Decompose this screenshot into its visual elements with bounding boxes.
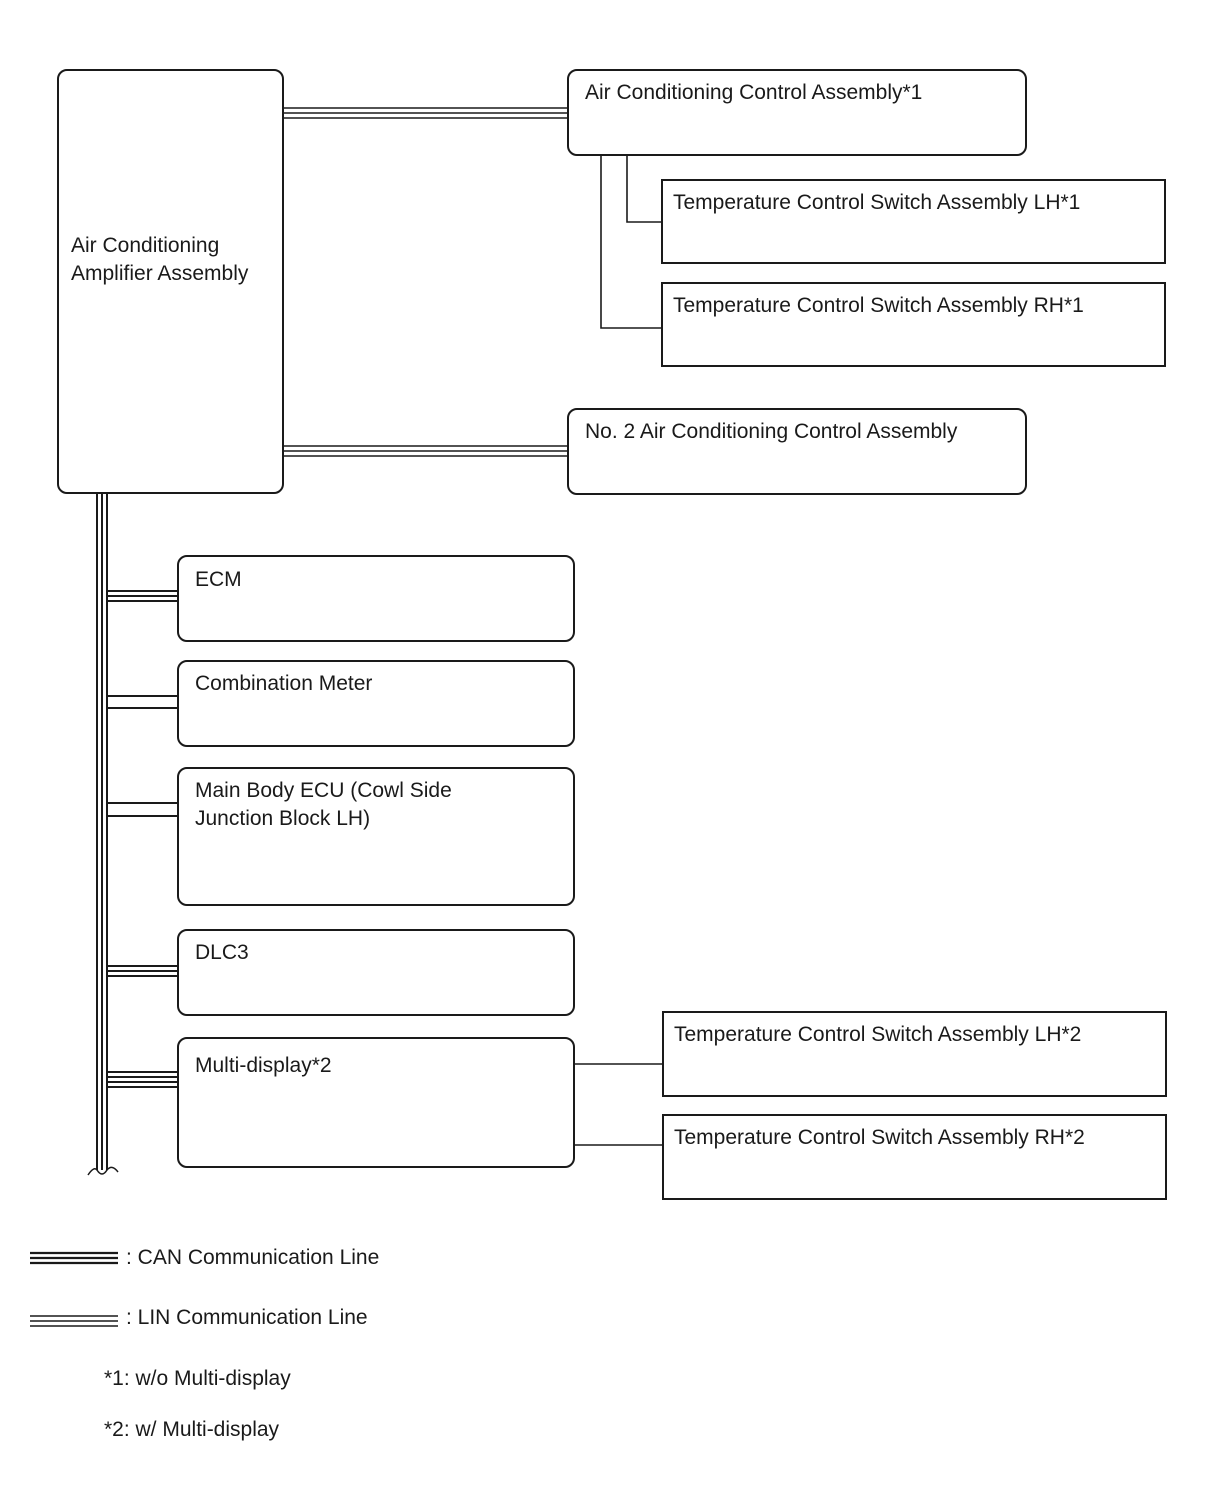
amplifier-assembly-box: Air Conditioning Amplifier Assembly	[57, 69, 284, 494]
lin-line-amplifier-ac-control	[283, 107, 568, 119]
temp-switch-lh-1-box: Temperature Control Switch Assembly LH*1	[661, 179, 1166, 264]
line-multi-display-to-temp-switches	[574, 1063, 662, 1146]
no2-ac-control-assembly-box: No. 2 Air Conditioning Control Assembly	[567, 408, 1027, 495]
temp-switch-rh-1-label: Temperature Control Switch Assembly RH*1	[673, 294, 1084, 317]
ac-control-assembly-label: Air Conditioning Control Assembly*1	[585, 81, 923, 104]
ac-control-assembly-box: Air Conditioning Control Assembly*1	[567, 69, 1027, 156]
amplifier-assembly-label: Air Conditioning Amplifier Assembly	[71, 234, 249, 285]
legend-lin-symbol	[30, 1315, 118, 1327]
dlc3-box: DLC3	[177, 929, 575, 1016]
temp-switch-lh-2-label: Temperature Control Switch Assembly LH*2	[674, 1023, 1082, 1046]
can-branch-multi-display	[107, 1071, 178, 1088]
combination-meter-label: Combination Meter	[195, 672, 373, 695]
legend-can-symbol	[30, 1251, 118, 1265]
main-body-ecu-box: Main Body ECU (Cowl Side Junction Block …	[177, 767, 575, 906]
footnote-1: *1: w/o Multi-display	[104, 1367, 291, 1390]
no2-ac-control-assembly-label: No. 2 Air Conditioning Control Assembly	[585, 420, 958, 443]
temp-switch-rh-2-box: Temperature Control Switch Assembly RH*2	[662, 1114, 1167, 1200]
can-branch-ecm	[107, 590, 178, 602]
can-bus-trunk	[87, 493, 119, 1176]
line-ac-control-to-temp-switches	[600, 155, 662, 329]
multi-display-label: Multi-display*2	[195, 1054, 332, 1077]
temp-switch-rh-1-box: Temperature Control Switch Assembly RH*1	[661, 282, 1166, 367]
footnote-2: *2: w/ Multi-display	[104, 1418, 280, 1441]
temp-switch-lh-1-label: Temperature Control Switch Assembly LH*1	[673, 191, 1081, 214]
lin-line-amplifier-no2-control	[283, 445, 568, 457]
legend-lin-label: : LIN Communication Line	[126, 1306, 368, 1329]
can-branch-combination-meter	[107, 695, 178, 709]
ecm-box: ECM	[177, 555, 575, 642]
combination-meter-box: Combination Meter	[177, 660, 575, 747]
main-body-ecu-label: Main Body ECU (Cowl Side Junction Block …	[195, 779, 452, 830]
temp-switch-rh-2-label: Temperature Control Switch Assembly RH*2	[674, 1126, 1085, 1149]
legend-can-label: : CAN Communication Line	[126, 1246, 380, 1269]
can-branch-dlc3	[107, 965, 178, 977]
temp-switch-lh-2-box: Temperature Control Switch Assembly LH*2	[662, 1011, 1167, 1097]
multi-display-box: Multi-display*2	[177, 1037, 575, 1168]
dlc3-label: DLC3	[195, 941, 249, 964]
ecm-label: ECM	[195, 568, 242, 591]
can-branch-main-body-ecu	[107, 802, 178, 817]
